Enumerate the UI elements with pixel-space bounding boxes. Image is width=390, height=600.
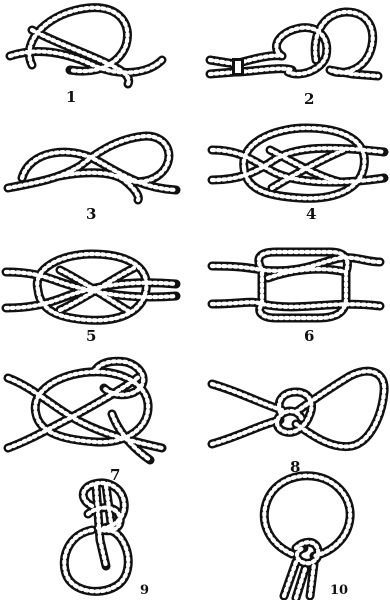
figure-number-5: 5 [86, 327, 96, 345]
knot-figure-4: 4 [212, 128, 384, 223]
knot-figure-8: 8 [212, 371, 384, 476]
knot-figure-6: 6 [212, 252, 380, 345]
knot-figure-10: 10 [264, 476, 350, 598]
figure-number-1: 1 [66, 88, 76, 106]
knot-figure-5: 5 [6, 254, 176, 345]
knot-figure-7: 7 [8, 361, 162, 484]
figure-number-6: 6 [304, 327, 314, 345]
rope-seizing-highlight [235, 61, 241, 73]
knot-figure-1: 1 [10, 8, 162, 106]
figure-number-3: 3 [86, 205, 96, 223]
knot-figure-9: 9 [64, 483, 149, 598]
figure-number-10: 10 [330, 583, 348, 598]
figure-number-4: 4 [306, 205, 316, 223]
figure-number-9: 9 [140, 583, 149, 598]
figure-number-2: 2 [304, 90, 314, 108]
knot-figure-2: 2 [210, 12, 378, 108]
knot-figure-3: 3 [8, 136, 176, 223]
